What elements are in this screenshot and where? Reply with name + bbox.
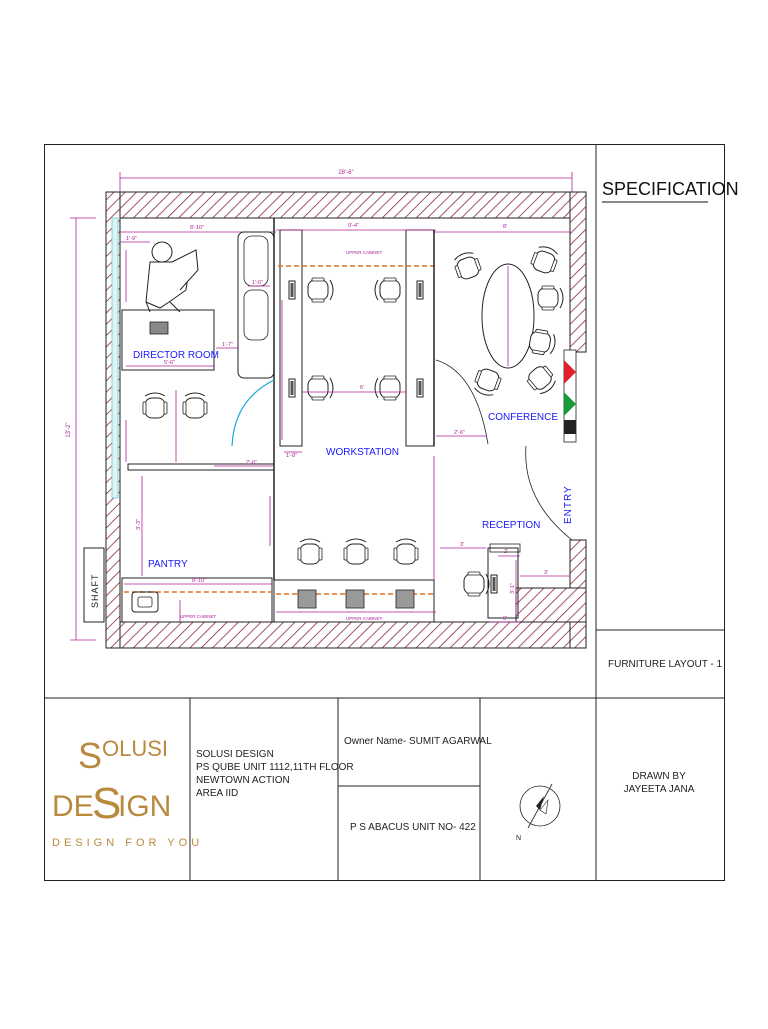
dim-9-4: 9'-4" [348, 223, 359, 229]
north-label: N [516, 835, 521, 842]
director-room [120, 218, 276, 471]
label-upper-cabinet-top: UPPER CABINET [346, 250, 383, 255]
company-line: AREA IID [196, 788, 239, 799]
dim-3-reception: 3' [460, 542, 464, 548]
label-upper-cabinet-bottom: UPPER CABINET [346, 616, 383, 621]
dim-8-10-top: 8'-10" [190, 225, 204, 231]
label-pantry: PANTRY [148, 559, 188, 570]
overall-height-dim: 13'-2" [66, 422, 72, 437]
solusi-design-logo: S OLUSI DE S IGN [52, 735, 171, 828]
dim-1-6: 1'-6" [252, 280, 263, 286]
drawn-by: DRAWN BY JAYEETA JANA [600, 770, 718, 796]
label-reception: RECEPTION [482, 520, 540, 531]
dim-3-3: 3'-3" [136, 519, 142, 530]
dim-2-reception: 2' [504, 549, 508, 555]
north-arrow-icon [519, 783, 561, 829]
company-address: SOLUSI DESIGN PS QUBE UNIT 1112,11TH FLO… [196, 748, 354, 800]
specification-title: SPECIFICATION [602, 179, 739, 199]
company-line: SOLUSI DESIGN [196, 749, 274, 760]
company-line: NEWTOWN ACTION [196, 775, 290, 786]
logo-tagline: DESIGN FOR YOU [52, 837, 203, 849]
dim-5-6: 5'-6" [164, 360, 175, 366]
unit-number: P S ABACUS UNIT NO- 422 [350, 822, 476, 833]
label-upper-cabinet-pantry: UPPER CABINET [180, 614, 217, 619]
dim-8-conf: 8' [503, 224, 507, 230]
svg-text:OLUSI: OLUSI [102, 736, 168, 761]
owner-name: Owner Name- SUMIT AGARWAL [344, 736, 492, 747]
dim-1-8: 1'-8" [286, 453, 297, 459]
svg-text:S: S [78, 735, 102, 776]
dim-6: 6' [360, 385, 364, 391]
reception-area [440, 445, 573, 623]
sheet-name: FURNITURE LAYOUT - 1 [608, 659, 723, 670]
label-director-room: DIRECTOR ROOM [133, 350, 219, 361]
walls [105, 191, 587, 649]
dim-2-6-conference: 2'-6" [454, 430, 465, 436]
svg-text:S: S [92, 779, 121, 828]
bottom-workstation [269, 456, 436, 623]
sheet-border [44, 144, 725, 881]
company-line: PS QUBE UNIT 1112,11TH FLOOR [196, 762, 354, 773]
dim-6-reception: 6' [503, 616, 507, 622]
dim-1-7: 1'-7" [222, 342, 233, 348]
dim-8-10-pantry: 8'-10" [192, 578, 206, 584]
dim-3-1: 3'-1" [510, 583, 516, 594]
pantry-area [83, 476, 273, 623]
label-conference: CONFERENCE [488, 412, 558, 423]
drawn-by-name: JAYEETA JANA [623, 784, 695, 795]
conference-room [433, 230, 577, 446]
svg-text:DE: DE [52, 790, 94, 823]
dim-1-9: 1'-9" [126, 236, 137, 242]
workstation-area [276, 229, 436, 453]
svg-text:IGN: IGN [118, 790, 171, 823]
label-shaft: SHAFT [90, 573, 100, 608]
drawn-by-label: DRAWN BY [632, 771, 686, 782]
dim-3-side: 3' [544, 570, 548, 576]
label-workstation: WORKSTATION [326, 447, 399, 458]
dim-2-6-director: 2'-6" [246, 460, 257, 466]
overall-width-dim: 28'-6" [338, 170, 353, 176]
label-entry: ENTRY [563, 485, 574, 524]
